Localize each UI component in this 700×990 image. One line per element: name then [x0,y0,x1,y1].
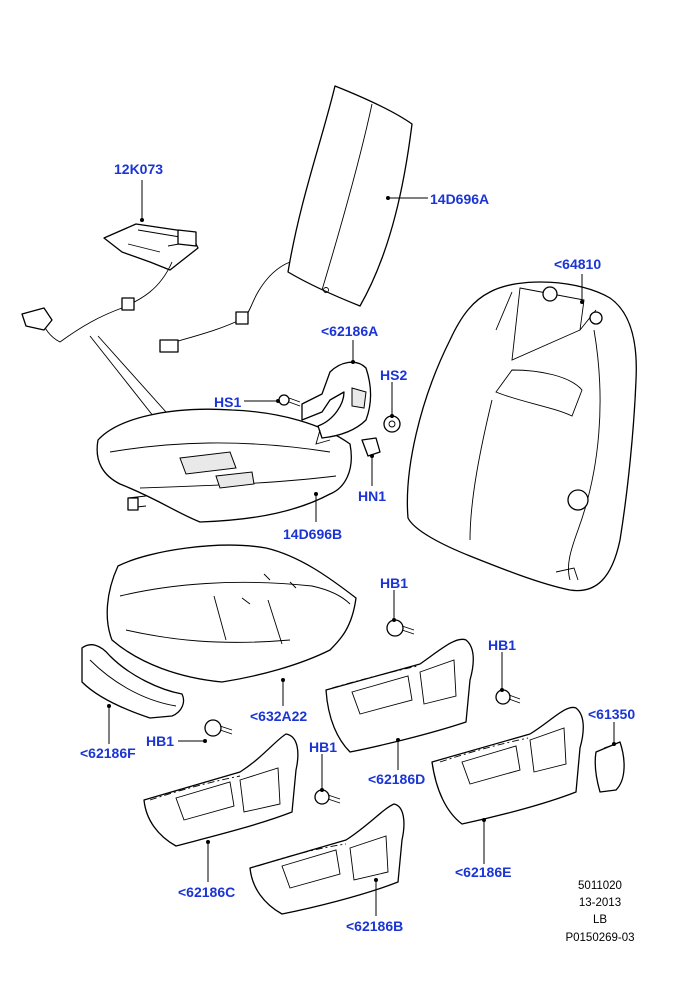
part-62186d-valance[interactable] [325,638,474,753]
part-62186f-front-trim[interactable] [81,644,185,719]
callout-61350[interactable]: <61350 [588,706,636,722]
ref-code: 5011020 [578,880,622,892]
part-64810-seat-back[interactable] [406,281,637,592]
part-61350-end-cap[interactable] [594,741,625,793]
part-62186e-valance[interactable] [431,706,584,825]
callout-14d696a[interactable]: 14D696A [430,191,490,207]
part-62186c-valance[interactable] [143,733,299,847]
ref-date: 13-2013 [578,897,622,909]
callout-hs2[interactable]: HS2 [380,367,408,383]
callout-hb1-b[interactable]: HB1 [488,637,517,653]
part-hs2-nut[interactable] [383,415,401,433]
part-12k073-harness[interactable] [21,223,201,451]
callout-hn1[interactable]: HN1 [358,488,387,504]
part-hb1-bolt-a[interactable] [386,619,415,637]
callout-62186e[interactable]: <62186E [455,864,512,880]
part-hb1-bolt-c[interactable] [204,719,233,737]
callout-64810[interactable]: <64810 [554,256,602,272]
callout-hb1-d[interactable]: HB1 [309,739,338,755]
part-632a22-seat-cushion[interactable] [106,544,357,683]
ref-side: LB [592,914,608,926]
callout-12k073[interactable]: 12K073 [114,161,164,177]
part-62186a-bracket[interactable] [301,361,381,457]
callout-62186f[interactable]: <62186F [80,745,136,761]
leader-lines [107,180,616,916]
part-hb1-bolt-d[interactable] [314,789,341,805]
part-14d696b-cushion-mat[interactable] [96,408,352,523]
callout-62186b[interactable]: <62186B [346,918,404,934]
part-14d696a-heater-mat[interactable] [159,85,413,353]
callout-14d696b[interactable]: 14D696B [283,526,343,542]
ref-illustration-id: P0150269-03 [565,932,635,944]
callout-hb1-c[interactable]: HB1 [146,733,175,749]
callout-hs1[interactable]: HS1 [214,394,242,410]
callout-hb1-a[interactable]: HB1 [380,575,409,591]
part-62186b-valance[interactable] [249,803,405,915]
callout-62186c[interactable]: <62186C [178,884,236,900]
part-hs1-screw[interactable] [278,394,301,407]
callout-62186d[interactable]: <62186D [368,771,426,787]
part-hb1-bolt-b[interactable] [495,689,521,705]
callout-62186a[interactable]: <62186A [321,323,379,339]
callout-632a22[interactable]: <632A22 [250,708,308,724]
